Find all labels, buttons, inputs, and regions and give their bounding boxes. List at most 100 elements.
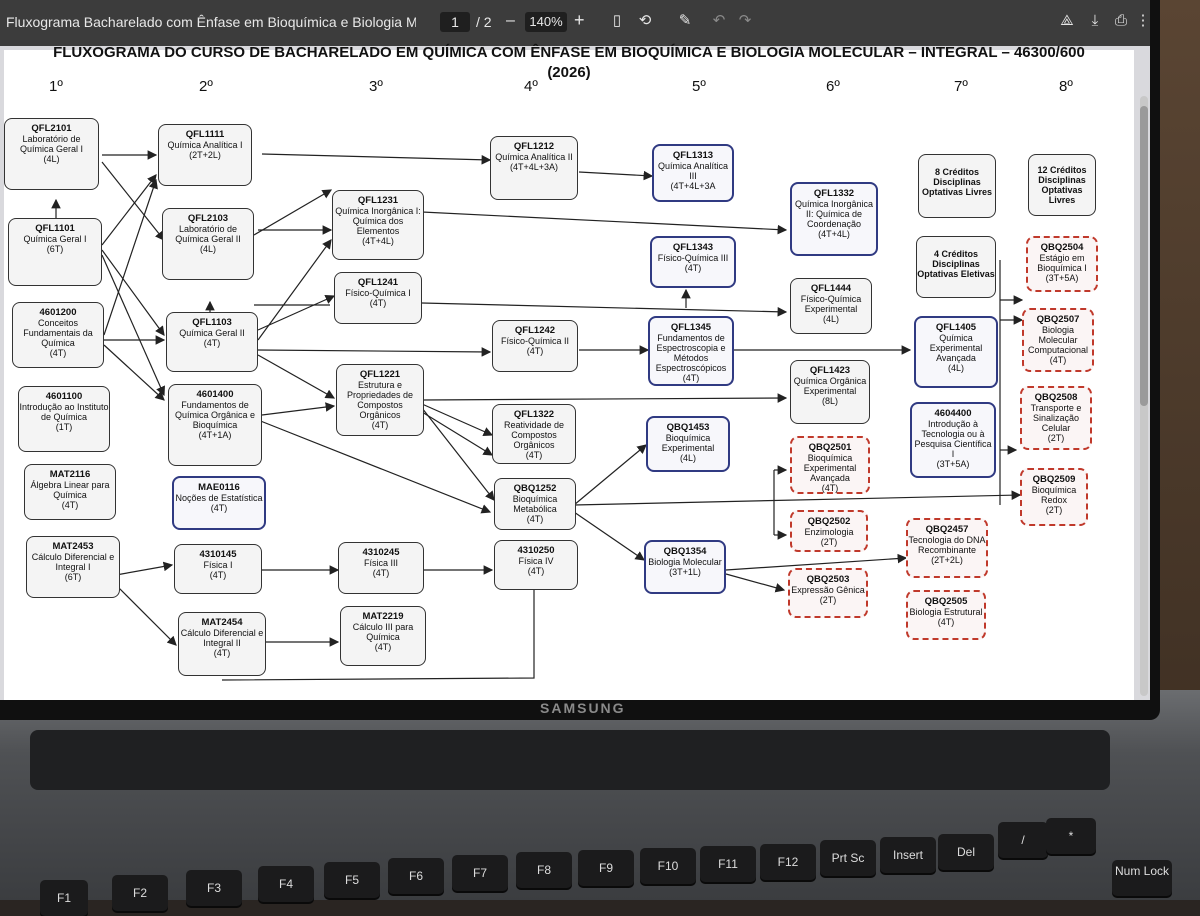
course-hours: (3T+1L) — [669, 567, 701, 577]
zoom-out-button[interactable]: – — [506, 12, 515, 29]
course-hours: (4T) — [61, 500, 79, 510]
zoom-level-input[interactable]: 140% — [525, 12, 567, 32]
course-hours: (4T) — [525, 450, 543, 460]
page-number-input[interactable]: 1 — [440, 12, 470, 32]
key-numlock[interactable]: Num Lock — [1112, 860, 1172, 896]
course-name: Biologia Molecular — [648, 557, 722, 567]
elective-8-credits[interactable]: 8 Créditos Disciplinas Optativas Livres — [918, 154, 996, 218]
course-hours: (4T) — [369, 298, 387, 308]
draw-icon[interactable]: ✎ — [678, 12, 692, 29]
course-hours: (4T) — [213, 648, 231, 658]
course-code: QBQ2503 — [806, 574, 850, 585]
semester-3-header: 3º — [369, 78, 383, 95]
course-name: Expressão Gênica — [791, 585, 865, 595]
rotate-icon[interactable]: ⟲ — [638, 12, 652, 29]
course-name: 4 Créditos Disciplinas Optativas Eletiva… — [917, 249, 995, 279]
pdf-page: FLUXOGRAMA DO CURSO DE BACHARELADO EM QU… — [4, 44, 1134, 700]
course-code: MAE0116 — [198, 482, 240, 493]
key-del[interactable]: Del — [938, 834, 994, 870]
key-insert[interactable]: Insert — [880, 837, 936, 873]
key-f9[interactable]: F9 — [578, 850, 634, 886]
key-f10[interactable]: F10 — [640, 848, 696, 884]
print-icon[interactable]: ⎙ — [1114, 12, 1127, 29]
zoom-in-button[interactable]: + — [574, 10, 585, 30]
key-f8[interactable]: F8 — [516, 852, 572, 888]
key-f11[interactable]: F11 — [700, 846, 756, 882]
key-f6[interactable]: F6 — [388, 858, 444, 894]
fit-page-icon[interactable]: ▯ — [612, 12, 622, 29]
add-to-drive-icon[interactable]: ⟁ — [1060, 12, 1074, 29]
key-f4[interactable]: F4 — [258, 866, 314, 902]
elective-12-credits[interactable]: 12 Créditos Disciplinas Optativas Livres — [1028, 154, 1096, 216]
key-f3[interactable]: F3 — [186, 870, 242, 906]
key-prtsc[interactable]: Prt Sc — [820, 840, 876, 876]
key-f12[interactable]: F12 — [760, 844, 816, 880]
course-hours: (4T+4L+3A) — [509, 162, 559, 172]
course-name: Química Analítica II — [495, 152, 573, 162]
scrollbar-thumb[interactable] — [1140, 106, 1148, 406]
undo-icon[interactable]: ↶ — [712, 12, 726, 29]
course-code: QFL1332 — [813, 188, 855, 199]
course-code: QFL1405 — [935, 322, 977, 333]
key-slash[interactable]: / — [998, 822, 1048, 858]
key-f7[interactable]: F7 — [452, 855, 508, 891]
key-f5[interactable]: F5 — [324, 862, 380, 898]
flowchart-title: FLUXOGRAMA DO CURSO DE BACHARELADO EM QU… — [4, 43, 1134, 83]
key-asterisk[interactable]: * — [1046, 818, 1096, 854]
key-f2[interactable]: F2 — [112, 875, 168, 911]
semester-2-header: 2º — [199, 78, 213, 95]
course-name: Biologia Estrutural — [909, 607, 983, 617]
key-f1[interactable]: F1 — [40, 880, 88, 916]
keyboard: F1 F2 F3 F4 F5 F6 F7 F8 F9 F10 F11 F12 P… — [0, 800, 1200, 916]
more-icon[interactable]: ⋮ — [1135, 12, 1151, 29]
document-area[interactable]: FLUXOGRAMA DO CURSO DE BACHARELADO EM QU… — [0, 44, 1150, 700]
title-line-2: (2026) — [547, 64, 591, 81]
course-code: 4604400 — [934, 408, 972, 419]
download-icon[interactable]: ⤓ — [1091, 12, 1099, 29]
elective-4-credits[interactable]: 4 Créditos Disciplinas Optativas Eletiva… — [916, 236, 996, 298]
redo-icon[interactable]: ↷ — [738, 12, 752, 29]
